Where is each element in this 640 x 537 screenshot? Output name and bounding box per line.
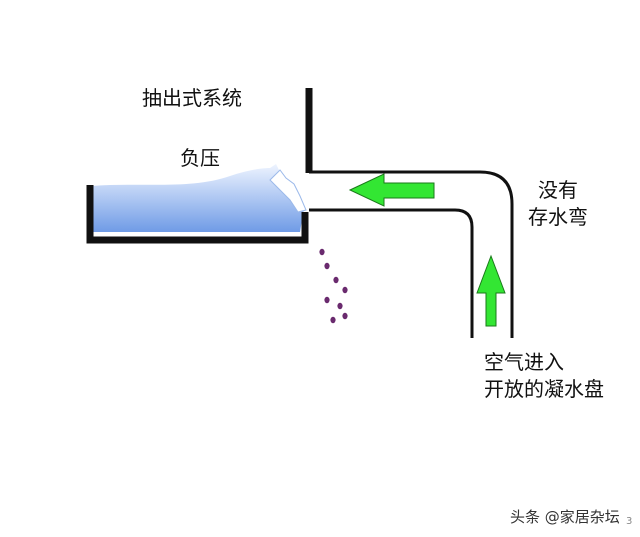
diagram-title: 抽出式系统 [142,86,242,110]
no-trap-label-line1: 没有 [538,178,578,202]
water-body [92,164,304,232]
negative-pressure-label: 负压 [180,146,220,170]
air-in-label-line1: 空气进入 [484,350,564,374]
drain-pipe-outer [309,170,514,338]
drain-pan [86,185,309,244]
page-number: 3 [626,516,633,527]
no-trap-label-line2: 存水弯 [528,205,588,229]
airflow-arrow-up [476,254,506,327]
airflow-arrow-left [348,173,435,207]
drain-pipe-inner [309,208,474,338]
watermark: 头条 @家居杂坛 [510,508,620,526]
water-droplets [319,248,348,324]
water-splash [269,169,307,213]
air-in-label-line2: 开放的凝水盘 [484,377,604,401]
